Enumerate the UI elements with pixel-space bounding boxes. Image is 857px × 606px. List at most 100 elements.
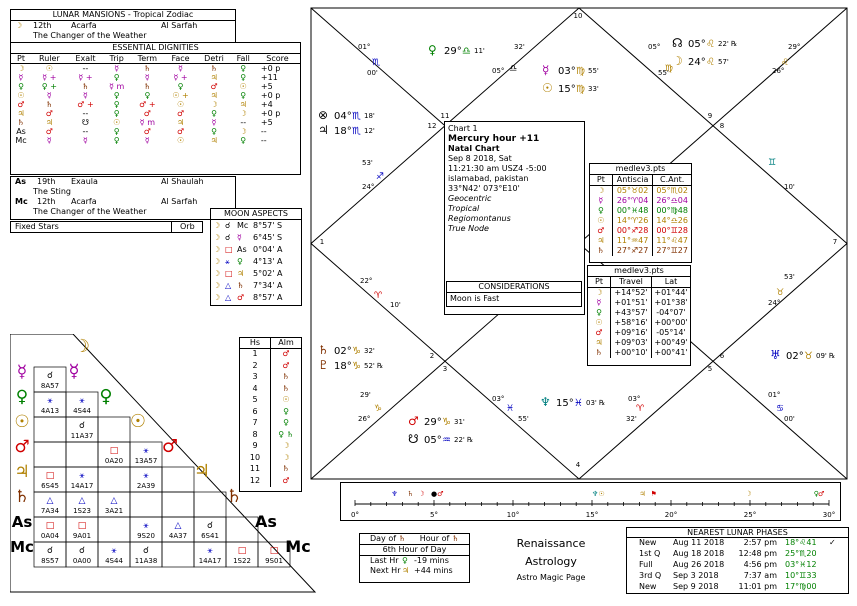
- saturn-icon: ♄: [226, 486, 242, 507]
- grid-cell: [161, 491, 195, 518]
- ruler-planet-marker: ♆: [391, 490, 397, 498]
- day-label: Day of: [369, 534, 397, 543]
- aspect-orb: 7°34' A: [253, 281, 283, 290]
- planet-minutes: 12': [364, 127, 375, 135]
- dignity-cell: ♄: [143, 64, 151, 73]
- jupiter-icon: ♃: [194, 461, 210, 482]
- col-header: Lat: [664, 277, 678, 286]
- saturn-row-icon: ♄: [14, 487, 29, 507]
- dignity-cell: ♂ +: [77, 100, 94, 109]
- dignity-cell: ♀: [113, 73, 120, 82]
- dignity-score: --: [260, 136, 267, 145]
- planet-moon[interactable]: ☽24°♌57': [672, 54, 729, 68]
- dignity-cell: ☿ m: [139, 118, 155, 127]
- ruler-tick-label: 0°: [351, 511, 359, 519]
- ruler-planet-marker: ♂: [437, 490, 443, 498]
- planet-mars[interactable]: ♂29°♑31': [408, 414, 465, 428]
- dignity-cell: ☿: [46, 91, 52, 100]
- aspect-symbol: ☌: [47, 546, 53, 556]
- planet-venus[interactable]: ♀29°♎11': [428, 43, 485, 57]
- house-number: 1: [240, 349, 271, 361]
- cusp-label: 00': [367, 69, 378, 77]
- jupiter-icon: ♃: [318, 123, 329, 137]
- phase-time: 2:57 pm: [743, 538, 777, 547]
- aspect-symbol: ⚹: [225, 257, 230, 266]
- phase-mark: [829, 560, 839, 571]
- house-number: 1: [320, 238, 324, 246]
- planet-pluto[interactable]: ♇18°♑52' ℞: [318, 358, 383, 372]
- dignity-cell: ♃: [239, 100, 247, 109]
- day-hour-row: Day of ♄ Hour of ♄: [360, 534, 469, 545]
- phase-mark: [829, 571, 839, 582]
- mercury-icon: ☿: [588, 298, 611, 308]
- cusp-label: ♈: [374, 291, 383, 301]
- planet-saturn[interactable]: ♄02°♑32': [318, 343, 375, 357]
- dignity-row: ☽☉--☿♄☿♄♀+0 p: [11, 64, 300, 73]
- day-of-label: Day of ♄: [370, 534, 406, 544]
- dignity-score: +5: [260, 118, 273, 127]
- aspect-symbol: ⚹: [143, 521, 149, 531]
- almuten-row: 12♂: [240, 475, 301, 487]
- planet-minutes: 55': [588, 67, 599, 75]
- planet-mercury[interactable]: ☿03°♍55': [542, 63, 599, 77]
- cusp-label: 32': [514, 43, 525, 51]
- mansion-arabic: Al Sarfah: [161, 197, 198, 206]
- planet-sun[interactable]: ☉15°♍33': [542, 81, 599, 95]
- fixed-stars-bar[interactable]: Fixed Stars Orb: [10, 221, 203, 233]
- planet-part-of-fortune[interactable]: ⊗04°♏18': [318, 108, 375, 122]
- phase-date: Aug 26 2018: [673, 560, 725, 569]
- house-number: 11: [441, 112, 450, 120]
- dignity-cell: ☉: [176, 136, 185, 145]
- venus-icon: ♀: [428, 43, 437, 57]
- venus-icon: ♀: [99, 386, 112, 407]
- ascendant-row-icon: As: [12, 513, 33, 531]
- planet-neptune[interactable]: ♆15°♓03' ℞: [540, 395, 605, 409]
- phase-mark: ✓: [829, 538, 836, 547]
- planet-south-node[interactable]: ☋05°♒22' ℞: [408, 432, 473, 446]
- moon-aspect-row: ☽☌☿6°45' S: [211, 232, 301, 244]
- ascendant-icon: As: [16, 127, 26, 136]
- chart-option: Regiomontanus: [448, 214, 511, 223]
- antiscia-value: 05°♉02: [613, 186, 654, 196]
- dignity-cell: ♂ +: [139, 100, 156, 109]
- ruler-frame: [340, 482, 841, 521]
- dignity-point: ♄: [11, 118, 31, 127]
- aspect-symbol: ⚹: [47, 396, 53, 406]
- almuten-ruler: ☉: [282, 395, 290, 404]
- travel-panel: medlev3.pts Pt Travel Lat ☽+14°52'+01°44…: [587, 265, 691, 366]
- branding[interactable]: Renaissance Astrology Astro Magic Page: [490, 535, 612, 585]
- almuten-row: 8♀ ♄: [240, 429, 301, 441]
- aspect-symbol: △: [225, 293, 232, 302]
- phase-time: 11:01 pm: [738, 582, 777, 591]
- venus-icon: ♀: [18, 82, 24, 91]
- moon-icon: ☽: [15, 21, 23, 30]
- dignity-cell: ☿: [114, 64, 120, 73]
- planet-minutes: 22' ℞: [718, 40, 737, 48]
- phase-date: Sep 3 2018: [673, 571, 719, 580]
- travel-row: ☉+58°16'+00°00': [588, 318, 690, 328]
- antiscia-value: 14°♈26: [613, 216, 654, 226]
- cusp-label: 26°: [358, 415, 370, 423]
- col-header: Score: [266, 54, 289, 63]
- midheaven-icon: Mc: [285, 537, 310, 556]
- cusp-label: 55': [658, 69, 669, 77]
- planet-jupiter[interactable]: ♃18°♏12': [318, 123, 375, 137]
- aspect-symbol: ☌: [225, 233, 231, 242]
- dignity-cell: ♀: [144, 91, 151, 100]
- contra-antiscia-value: 14°♎26: [656, 216, 688, 225]
- mansion-row-mc: Mc 12th Acarfa Al Sarfah: [11, 197, 235, 207]
- aspect-symbol: ⚹: [143, 471, 149, 481]
- mercury-icon: ☿: [68, 361, 79, 382]
- latitude-value: +00°00': [654, 318, 688, 327]
- brand-line2: Astrology: [525, 555, 577, 568]
- planet-uranus[interactable]: ♅02°♉09' ℞: [770, 348, 835, 362]
- ruler-tick-label: 10°: [507, 511, 519, 519]
- moon-icon: ☽: [213, 281, 221, 290]
- fixed-stars-label: Fixed Stars: [15, 222, 59, 231]
- dignity-cell: ♃: [210, 136, 218, 145]
- venus-icon: ♀: [590, 206, 613, 216]
- planet-north-node[interactable]: ☊05°♌22' ℞: [672, 36, 737, 50]
- almuten-panel: Hs Alm 1♂2♂3♄4♄5☉6♀7♀8♀ ♄9☽10☽11♄12♂: [239, 337, 302, 492]
